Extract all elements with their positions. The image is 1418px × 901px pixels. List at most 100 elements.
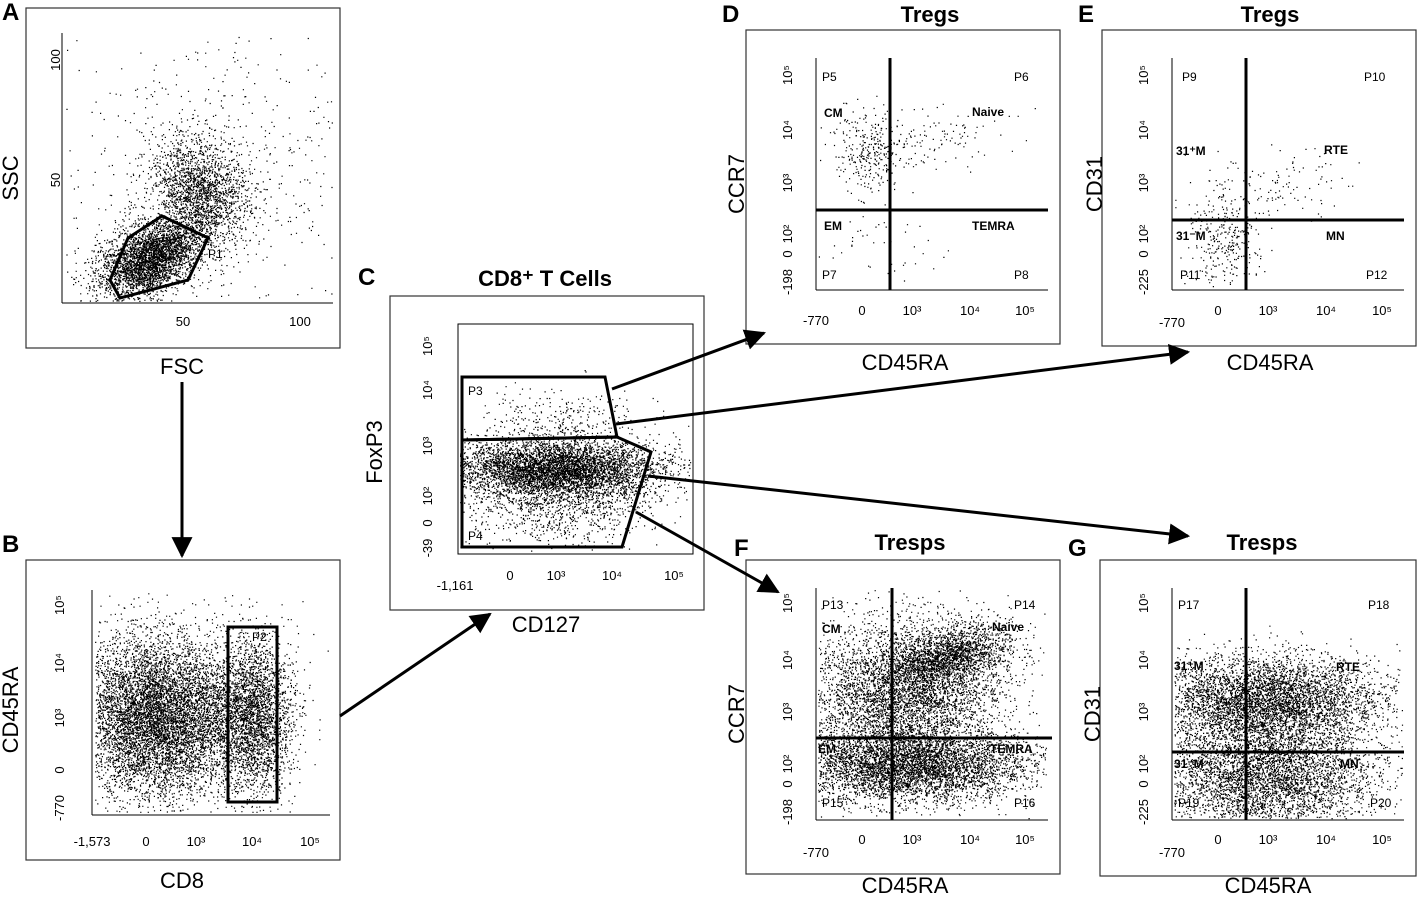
panel-g-ytick-1e2: 10² [1136,754,1151,773]
panel-f-ytick-1e5: 10⁵ [780,593,795,613]
panel-e-ytick-1e5: 10⁵ [1136,65,1151,85]
panel-b-xtick-1e5: 10⁵ [300,834,320,849]
panel-f-xtick-neg: -770 [803,845,829,860]
panel-b-scatter [95,593,329,813]
panel-a-xtick-50: 50 [176,314,190,329]
dots-A-points [129,115,272,272]
panel-d-xtick-1e5: 10⁵ [1015,303,1035,318]
panel-g-xtick-1e4: 10⁴ [1316,832,1336,847]
panel-e-pop-31mm: 31⁻M [1176,229,1206,243]
dots-C-points [464,370,665,461]
panel-e-q-p11: P11 [1180,268,1201,282]
arrow-c-to-d [611,329,766,391]
panel-d-ytick-1e5: 10⁵ [780,65,795,85]
panel-g-frame [1099,559,1417,877]
panel-f-ytick-1e3: 10³ [780,702,795,721]
panel-f-pop-cm: CM [822,622,841,636]
panel-c-title: CD8⁺ T Cells [478,266,612,291]
panel-f-ytick-0: 0 [780,780,795,787]
panel-e-pop-31pm: 31⁺M [1176,144,1206,158]
panel-g-xtick-0: 0 [1214,832,1221,847]
panel-d-q-p6: P6 [1014,70,1029,84]
panel-f-ytick-1e4: 10⁴ [780,650,795,670]
panel-g: G Tresps P17 P18 P19 P20 31⁺M RTE 31⁻M M… [1068,530,1417,898]
panel-c-ytick-1e3: 10³ [420,436,435,455]
panel-g-ytick-0: 0 [1136,780,1151,787]
panel-b-letter: B [2,531,19,558]
panel-g-pop-31mm: 31⁻M [1174,757,1204,771]
panel-f-title: Tresps [875,530,946,555]
panel-f-q-p13: P13 [822,598,844,612]
panel-f-xtick-1e4: 10⁴ [960,832,980,847]
panel-g-ytick-neg: -225 [1136,799,1151,825]
panel-a-frame [25,7,341,349]
panel-g-xlabel: CD45RA [1225,873,1312,896]
panel-f-xtick-1e5: 10⁵ [1015,832,1035,847]
panel-e-frame [1101,29,1417,347]
panel-d-ytick-neg: -198 [780,269,795,295]
panel-d-pop-temra: TEMRA [972,219,1015,233]
panel-d-scatter [818,95,1036,282]
panel-g-q-p18: P18 [1368,598,1390,612]
panel-a-xlabel: FSC [160,354,204,379]
panel-e-ytick-1e2: 10² [1136,224,1151,243]
panel-d-q-p8: P8 [1014,268,1029,282]
gate-p2-label: P2 [252,630,267,644]
panel-d-q-p5: P5 [822,70,837,84]
panel-d-ytick-1e2: 10² [780,224,795,243]
panel-f-pop-naive: Naive [992,620,1024,634]
panel-d-q-p7: P7 [822,268,837,282]
panel-c-scatter [460,370,692,552]
panel-c: C CD8⁺ T Cells P3 P4 10⁵ 10⁴ 10³ 10² 0 -… [358,264,705,637]
panel-g-title: Tresps [1227,530,1298,555]
panel-d-ylabel: CCR7 [724,154,749,214]
panel-f-xlabel: CD45RA [862,873,949,896]
arrow-c-to-e [615,343,1191,426]
panel-e-title: Tregs [1241,2,1300,27]
panel-a-ylabel: SSC [0,155,23,200]
panel-g-xtick-1e5: 10⁵ [1372,832,1392,847]
panel-e-ytick-1e4: 10⁴ [1136,120,1151,140]
panel-g-ytick-1e3: 10³ [1136,702,1151,721]
panel-c-ytick-1e4: 10⁴ [420,380,435,400]
panel-g-xtick-1e3: 10³ [1259,832,1278,847]
panel-d-pop-em: EM [824,219,842,233]
panel-d: D Tregs P5 P6 P7 P8 CM Naive EM TEMRA 10… [722,1,1061,375]
panel-a-axes [61,33,333,304]
panel-e-xtick-1e5: 10⁵ [1372,303,1392,318]
panel-c-xtick-1e3: 10³ [547,568,566,583]
panel-e-ytick-0: 0 [1136,250,1151,257]
panel-g-pop-mn: MN [1340,757,1359,771]
panel-d-xlabel: CD45RA [862,350,949,375]
panel-f-ytick-neg: -198 [780,799,795,825]
panel-e-pop-mn: MN [1326,229,1345,243]
panel-b-ylabel: CD45RA [0,666,23,753]
panel-g-ytick-1e5: 10⁵ [1136,593,1151,613]
gate-p4-label: P4 [468,529,483,543]
panel-c-xtick-0: 0 [506,568,513,583]
panel-c-xlabel: CD127 [512,612,580,637]
panel-b-xtick-1e4: 10⁴ [242,834,262,849]
panel-e-q-p12: P12 [1366,268,1388,282]
arrow-c-to-f [635,510,780,594]
panel-e-xlabel: CD45RA [1227,350,1314,375]
panel-c-frame [389,295,705,611]
panel-d-ytick-1e4: 10⁴ [780,120,795,140]
panel-d-xtick-1e4: 10⁴ [960,303,980,318]
panel-b-xtick-1e3: 10³ [187,834,206,849]
panel-a-xtick-100: 100 [289,314,311,329]
panel-d-xtick-0: 0 [858,303,865,318]
panel-f-q-p16: P16 [1014,796,1036,810]
panel-e-q-p10: P10 [1364,70,1386,84]
panel-f: F Tresps P13 P14 P15 P16 CM Naive EM TEM… [724,530,1061,898]
panel-f-ytick-1e2: 10² [780,754,795,773]
panel-e-ytick-neg: -225 [1136,269,1151,295]
panel-g-q-p19: P19 [1178,796,1200,810]
gate-p2 [226,625,279,804]
panel-e-ylabel: CD31 [1082,156,1107,212]
gate-p1 [108,214,210,300]
panel-b-xtick-neg: -1,573 [74,834,111,849]
panel-c-ytick-neg: -39 [420,539,435,558]
panel-e-q-p9: P9 [1182,70,1197,84]
